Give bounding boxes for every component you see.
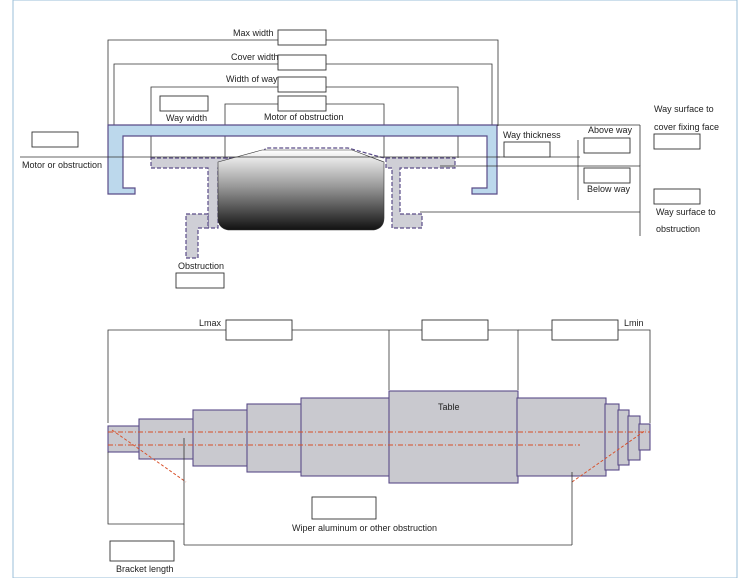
right-way [385, 157, 456, 229]
cover-width-label: Cover width [231, 52, 279, 62]
way-width-box[interactable] [159, 95, 209, 112]
segment-left-2 [138, 418, 195, 460]
way-surface-cover-label-1: Way surface to [654, 104, 714, 114]
bracket-length-label: Bracket length [116, 564, 174, 574]
bracket-diagonal-right [571, 429, 647, 483]
above-way-box[interactable] [583, 137, 631, 154]
lmax-box[interactable] [225, 319, 293, 341]
segment-right-1 [516, 397, 607, 477]
motor-body [217, 149, 385, 231]
wiper-label: Wiper aluminum or other obstruction [292, 523, 437, 533]
motor-or-obstruction-label: Motor or obstruction [22, 160, 102, 170]
center-box[interactable] [421, 319, 489, 341]
lmin-label: Lmin [624, 318, 644, 328]
way-surface-obstruction-label-1: Way surface to [656, 207, 716, 217]
above-way-label: Above way [588, 125, 633, 135]
segment-left-1 [107, 425, 141, 453]
motor-or-obstruction-box[interactable] [31, 131, 79, 148]
way-thickness-label: Way thickness [503, 130, 561, 140]
bracket-diagonal-left [111, 429, 187, 483]
segment-left-5 [300, 397, 391, 477]
segment-right-3 [617, 409, 630, 466]
max-width-label: Max width [233, 28, 274, 38]
way-cover-shape [107, 124, 498, 195]
obstruction-part [185, 213, 209, 259]
width-of-ways-box[interactable] [277, 76, 327, 93]
page-frame [12, 0, 738, 578]
motor-of-obstruction-label: Motor of obstruction [264, 112, 344, 122]
way-width-label: Way width [166, 113, 207, 123]
motor-of-obstruction-box[interactable] [277, 95, 327, 112]
way-thickness-box[interactable] [503, 141, 551, 158]
segment-right-5 [638, 423, 651, 451]
cover-width-box[interactable] [277, 54, 327, 71]
below-way-box[interactable] [583, 167, 631, 184]
width-of-ways-label: Width of ways [226, 74, 283, 84]
bracket-length-bracket [107, 438, 185, 525]
lmax-bracket [107, 329, 519, 423]
way-surface-cover-label-2: cover fixing face [654, 122, 719, 132]
max-width-box[interactable] [277, 29, 327, 46]
way-surface-obstruction-label-2: obstruction [656, 224, 700, 234]
segment-right-2 [604, 403, 620, 471]
obstruction-box[interactable] [175, 272, 225, 289]
lmax-label: Lmax [199, 318, 222, 328]
table-label: Table [438, 402, 460, 412]
way-surface-obstruction-box[interactable] [653, 188, 701, 205]
lmin-box[interactable] [551, 319, 619, 341]
segment-left-4 [246, 403, 303, 473]
below-way-label: Below way [587, 184, 631, 194]
obstruction-label: Obstruction [178, 261, 224, 271]
motor-outline [224, 147, 385, 159]
segment-left-3 [192, 409, 249, 467]
bracket-length-box[interactable] [109, 540, 175, 562]
way-surface-cover-box[interactable] [653, 133, 701, 150]
wiper-box[interactable] [311, 496, 377, 520]
